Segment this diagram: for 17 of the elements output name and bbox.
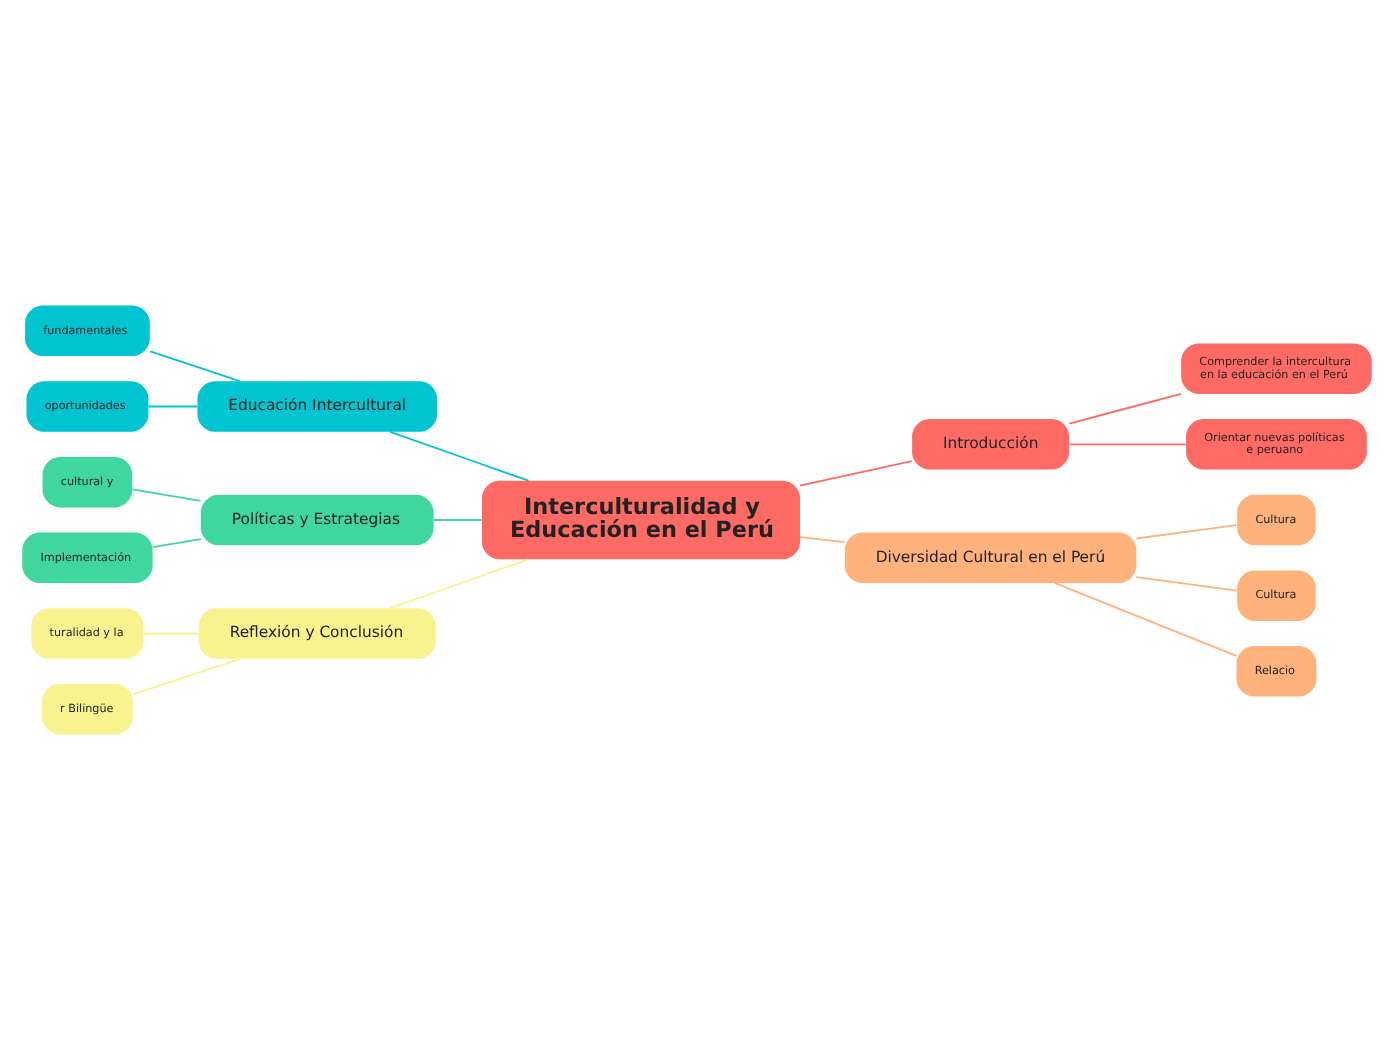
connector [132,657,241,696]
node-box: Interculturalidad y Educación en el Perú [481,480,800,560]
connector [432,519,483,521]
connector [799,536,846,543]
connector [1054,582,1238,657]
connector [799,460,913,487]
connector [142,632,200,635]
connector [149,350,241,383]
connector [131,488,202,502]
connector [1068,443,1187,446]
connector [389,558,530,610]
connector [1135,576,1238,592]
connector [1135,524,1238,540]
connector [389,430,530,482]
connector [151,538,202,549]
connector [147,405,199,408]
connector [1068,392,1183,425]
